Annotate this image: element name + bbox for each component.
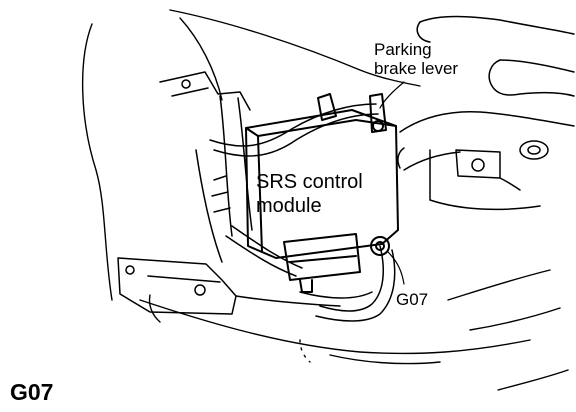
figure-caption: G07 xyxy=(10,379,54,405)
parking-brake-lever-label: Parking brake lever xyxy=(374,40,459,79)
srs-control-module-label: SRS control module xyxy=(256,171,363,217)
ground-point-label: G07 xyxy=(396,290,429,309)
srs-module-body xyxy=(245,93,399,293)
parking-brake-lever xyxy=(397,15,575,211)
ground-bolt-g07 xyxy=(370,236,405,285)
vehicle-body-outline xyxy=(81,9,569,391)
mounting-bracket xyxy=(117,71,341,315)
parking-brake-leader xyxy=(379,81,405,109)
